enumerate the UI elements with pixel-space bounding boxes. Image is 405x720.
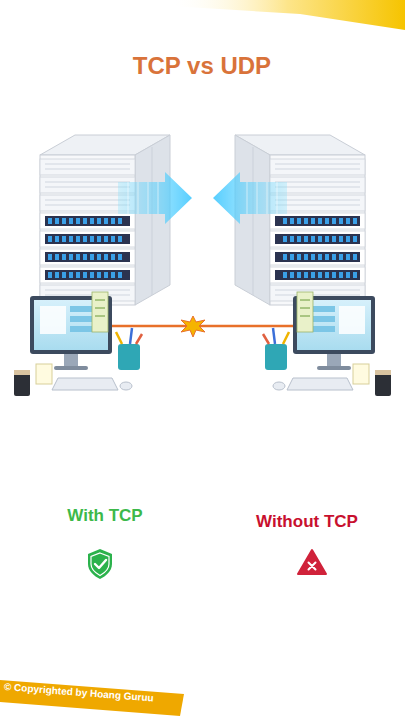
top-band [170,0,405,30]
left-station [14,135,192,396]
break-star [181,316,205,337]
right-station [213,135,391,396]
title: TCP vs UDP [133,52,271,80]
copyright-note: © Copyrighted by Hoang Guruu [4,681,155,703]
caption-left: With TCP [67,506,142,526]
footer-band [0,680,184,716]
warning-icon [298,550,326,574]
shield-icon [88,549,112,579]
network-link [112,325,293,328]
caption-right: Without TCP [256,512,358,532]
